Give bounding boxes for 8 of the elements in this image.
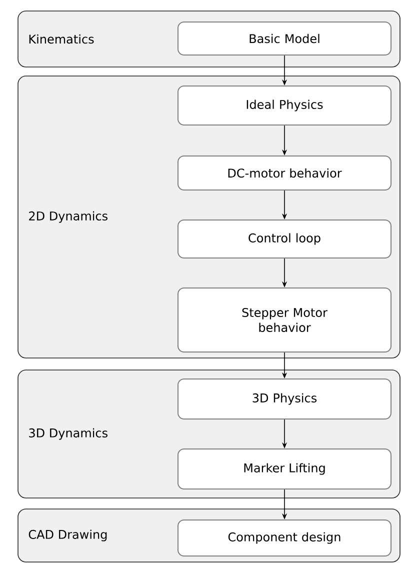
- process-box: DC-motor behavior: [178, 156, 392, 190]
- process-box: Marker Lifting: [178, 448, 392, 490]
- process-box: Ideal Physics: [178, 86, 392, 126]
- process-box: Control loop: [178, 220, 392, 258]
- process-box: 3D Physics: [178, 378, 392, 420]
- process-box: Component design: [178, 520, 392, 556]
- process-box: Stepper Motor behavior: [178, 288, 392, 352]
- process-box: Basic Model: [178, 22, 392, 56]
